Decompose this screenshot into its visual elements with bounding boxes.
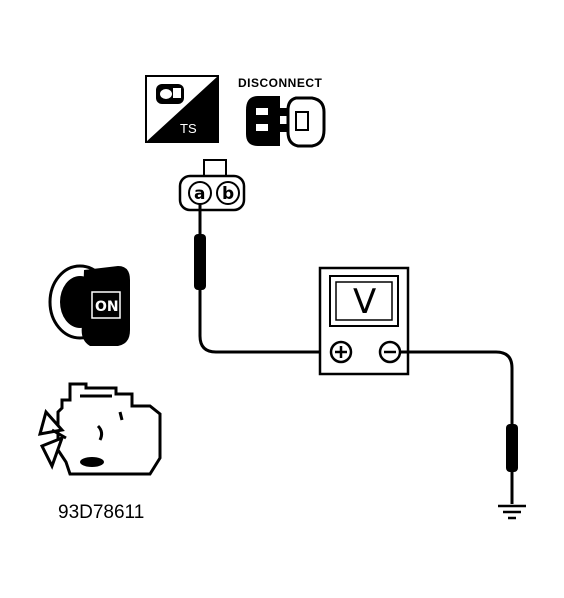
pin-b-label: b [222, 184, 234, 204]
ignition-key-on-icon: ON [48, 264, 130, 346]
negative-wire [400, 350, 514, 424]
positive-wire [198, 290, 330, 354]
ts-label: TS [180, 121, 197, 136]
ts-unit-icon: TS [145, 75, 219, 143]
negative-probe [506, 424, 518, 504]
disconnected-plug-icon [246, 96, 326, 148]
voltmeter-label: V [353, 282, 376, 322]
figure-code: 93D78611 [58, 502, 144, 523]
positive-terminal-icon [329, 340, 353, 364]
ignition-on-label: ON [95, 299, 119, 315]
connector: a b [178, 159, 246, 212]
voltmeter: V [318, 266, 410, 376]
engine-running-icon [37, 382, 162, 476]
ground-icon [498, 504, 526, 520]
positive-probe [194, 204, 206, 290]
pin-a-label: a [194, 184, 205, 204]
negative-terminal-icon [378, 340, 402, 364]
disconnect-label: DISCONNECT [238, 76, 323, 90]
